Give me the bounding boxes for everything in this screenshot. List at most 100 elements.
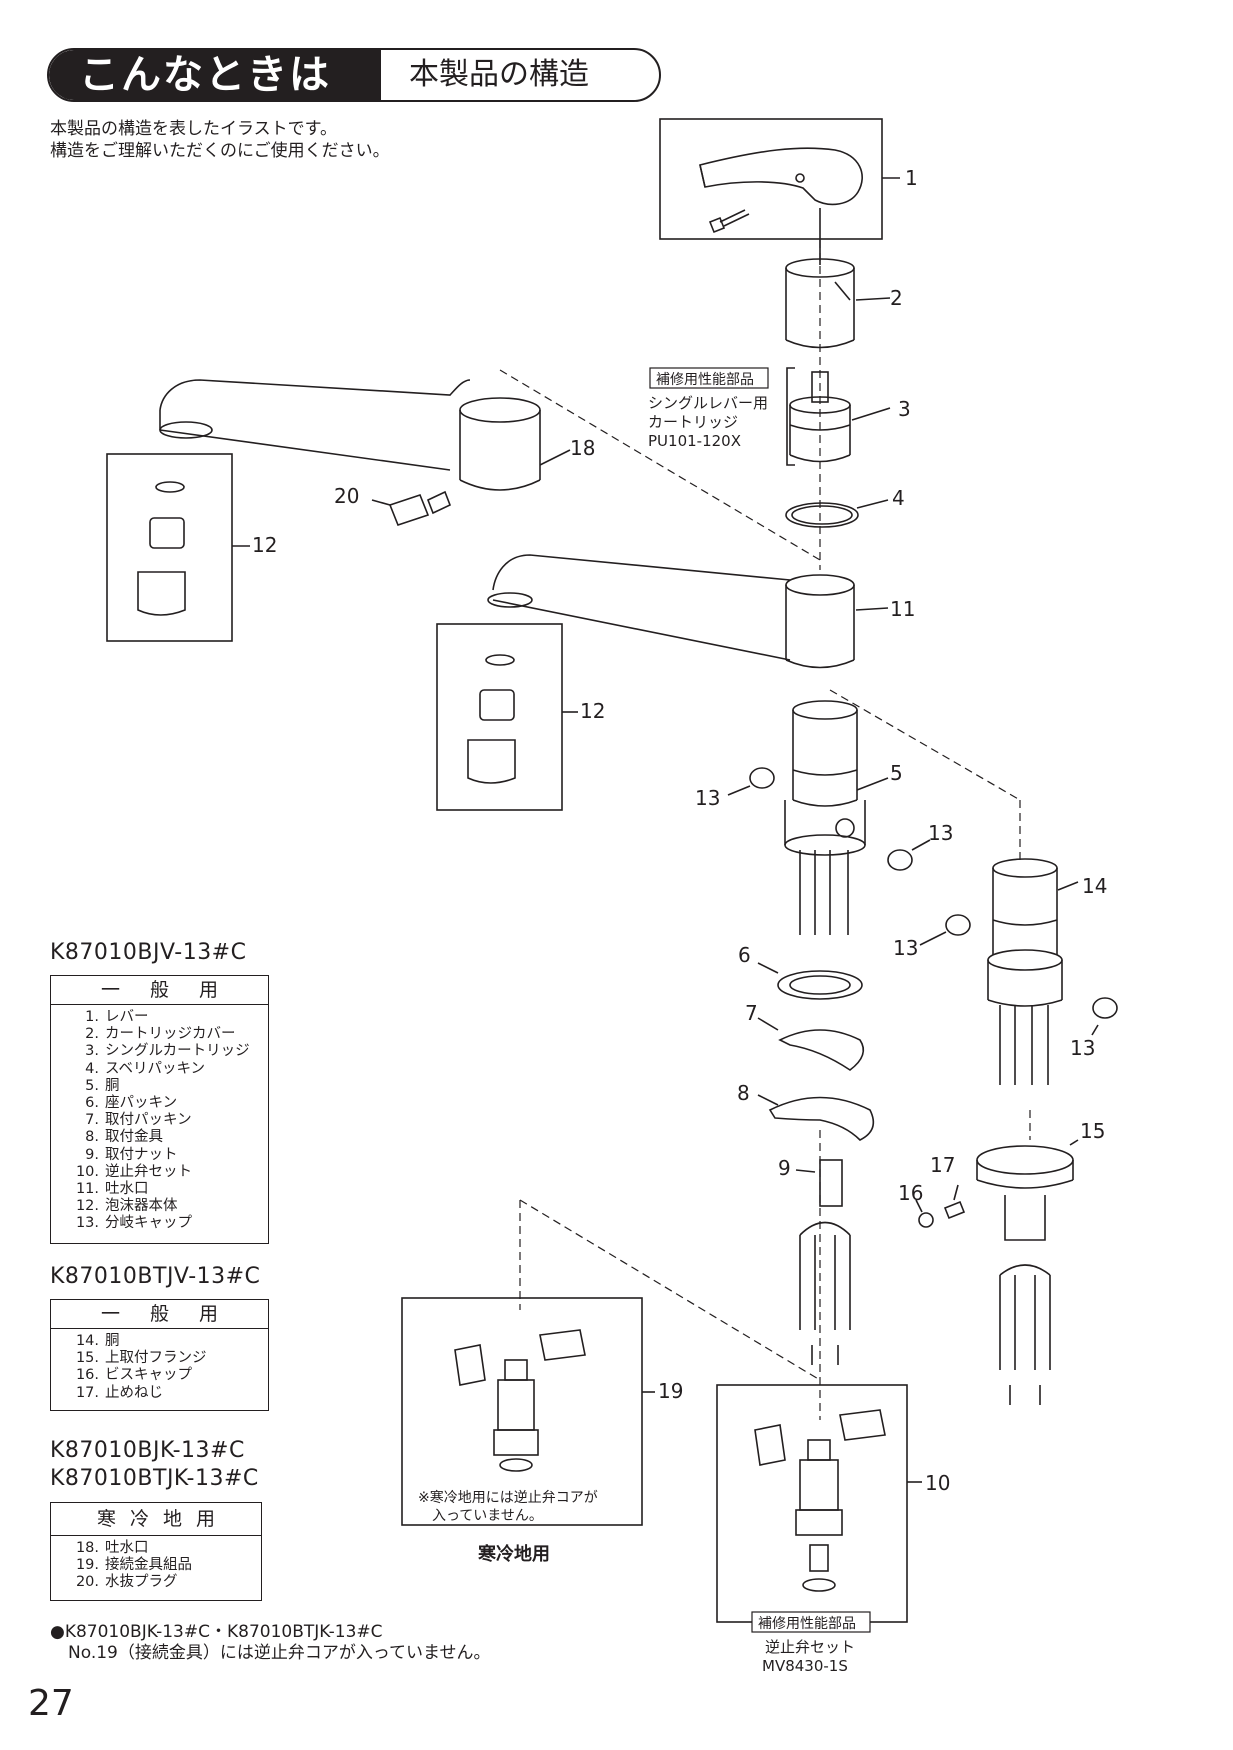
model-title-2: K87010BTJV-13#C xyxy=(50,1264,261,1289)
parts-list-name: 水抜プラグ xyxy=(105,1574,178,1591)
intro-line-2: 構造をご理解いただくのにご使用ください。 xyxy=(50,141,390,161)
parts-list-name: 止めねじ xyxy=(105,1384,163,1401)
parts-list-number: 19. xyxy=(75,1557,99,1574)
parts-table-2-header: 一般用 xyxy=(51,1300,268,1329)
mounting-bracket xyxy=(768,1096,875,1141)
parts-list-name: 取付金具 xyxy=(105,1129,163,1146)
label-12-center: 12 xyxy=(580,699,605,723)
parts-list-number: 14. xyxy=(75,1333,99,1349)
parts-list-name: 逆止弁セット xyxy=(105,1163,192,1180)
label-3: 3 xyxy=(898,397,911,421)
parts-list-name: 吐水口 xyxy=(105,1540,149,1556)
aerator-box-left xyxy=(106,453,233,642)
parts-list-item: 12.泡沫器本体 xyxy=(63,1198,268,1215)
parts-list-number: 4. xyxy=(85,1060,99,1077)
parts-list-name: 取付ナット xyxy=(105,1146,178,1163)
label-19: 19 xyxy=(658,1379,683,1403)
parts-list-name: カートリッジカバー xyxy=(105,1026,236,1043)
label-17: 17 xyxy=(930,1153,955,1177)
cartridge-line-1: シングルレバー用 xyxy=(648,394,768,412)
parts-list-item: 7. 取付パッキン xyxy=(63,1112,268,1129)
label-13-a: 13 xyxy=(695,786,720,810)
label-5: 5 xyxy=(890,761,903,785)
set-screw xyxy=(943,1200,966,1220)
label-9: 9 xyxy=(778,1156,791,1180)
slip-packing xyxy=(785,502,859,528)
parts-list-name: 分岐キャップ xyxy=(105,1215,192,1232)
check-valve-name: 逆止弁セット xyxy=(765,1638,855,1656)
parts-list-number: 6. xyxy=(85,1095,99,1112)
label-6: 6 xyxy=(738,943,751,967)
parts-table-3-header: 寒冷地用 xyxy=(51,1503,261,1536)
parts-list-number: 8. xyxy=(85,1129,99,1146)
branch-cap xyxy=(749,767,1118,1019)
parts-list-name: 取付パッキン xyxy=(105,1112,192,1129)
label-8: 8 xyxy=(737,1081,750,1105)
parts-list-number: 18. xyxy=(75,1540,99,1556)
parts-list-item: 3.シングルカートリッジ xyxy=(63,1043,268,1060)
check-valve-illustration xyxy=(754,1409,886,1592)
label-4: 4 xyxy=(892,486,905,510)
label-18: 18 xyxy=(570,436,595,460)
parts-list-item: 4. スベリパッキン xyxy=(63,1061,268,1078)
cold-box-label: 寒冷地用 xyxy=(477,1543,550,1565)
drain-plug xyxy=(388,490,452,526)
parts-list-number: 7. xyxy=(85,1112,99,1129)
parts-list-name: スベリパッキン xyxy=(105,1060,206,1077)
upper-flange xyxy=(976,1145,1074,1241)
parts-list-name: 上取付フランジ xyxy=(105,1350,207,1367)
model-title-3b: K87010BTJK-13#C xyxy=(50,1466,259,1491)
cartridge-tag: 補修用性能部品 xyxy=(656,372,754,388)
section-header-dark-part xyxy=(49,50,381,100)
intro-text: 本製品の構造を表したイラストです。 構造をご理解いただくのにご使用ください。 xyxy=(50,118,390,162)
parts-list-name: シングルカートリッジ xyxy=(105,1043,250,1060)
parts-list-number: 10. xyxy=(75,1163,99,1180)
label-10: 10 xyxy=(925,1471,950,1495)
cold-fitting-box xyxy=(401,1297,643,1526)
parts-list-item: 2. カートリッジカバー xyxy=(63,1026,268,1043)
parts-list-item: 11. 吐水口 xyxy=(63,1181,268,1198)
parts-list-number: 13. xyxy=(75,1215,99,1232)
parts-list-item: 15.上取付フランジ xyxy=(63,1350,268,1367)
cartridge-line-2: カートリッジ xyxy=(648,413,738,431)
parts-list-name: 胴 xyxy=(105,1333,120,1349)
label-7: 7 xyxy=(745,1001,758,1025)
parts-list-number: 12. xyxy=(75,1198,99,1215)
parts-list-item: 14. 胴 xyxy=(63,1333,268,1350)
body-14-illustration xyxy=(987,858,1063,1085)
parts-list-number: 2. xyxy=(85,1026,99,1043)
parts-list-name: 吐水口 xyxy=(105,1181,149,1198)
label-20: 20 xyxy=(334,484,359,508)
parts-list-number: 20. xyxy=(75,1574,99,1591)
label-12-left: 12 xyxy=(252,533,277,557)
parts-list-number: 17. xyxy=(75,1384,99,1401)
parts-list-name: 胴 xyxy=(105,1077,120,1094)
parts-list-item: 16. ビスキャップ xyxy=(63,1367,268,1384)
bracket-left xyxy=(786,367,795,466)
parts-list-item: 5.胴 xyxy=(63,1078,268,1095)
parts-list-item: 18. 吐水口 xyxy=(63,1540,261,1557)
mounting-nut xyxy=(819,1159,843,1207)
parts-list-item: 10. 逆止弁セット xyxy=(63,1164,268,1181)
cold-fitting-illustration xyxy=(454,1329,586,1472)
parts-list-number: 16. xyxy=(75,1367,99,1384)
parts-list-number: 1. xyxy=(85,1009,99,1025)
section-title: こんなときは xyxy=(79,52,331,98)
label-16: 16 xyxy=(898,1181,923,1205)
parts-list-name: ビスキャップ xyxy=(105,1367,192,1384)
model-title-3a: K87010BJK-13#C xyxy=(50,1438,245,1463)
parts-list-number: 11. xyxy=(75,1181,99,1198)
check-valve-model: MV8430-1S xyxy=(762,1657,848,1675)
seat-packing xyxy=(777,970,863,1000)
parts-list-name: 座パッキン xyxy=(105,1095,178,1112)
label-2: 2 xyxy=(890,286,903,310)
label-13-d: 13 xyxy=(1070,1036,1095,1060)
cartridge-tag-box xyxy=(649,367,769,389)
model-title-1: K87010BJV-13#C xyxy=(50,940,247,965)
supply-hoses-14 xyxy=(999,1264,1051,1405)
parts-list-name: レバー xyxy=(105,1009,149,1025)
